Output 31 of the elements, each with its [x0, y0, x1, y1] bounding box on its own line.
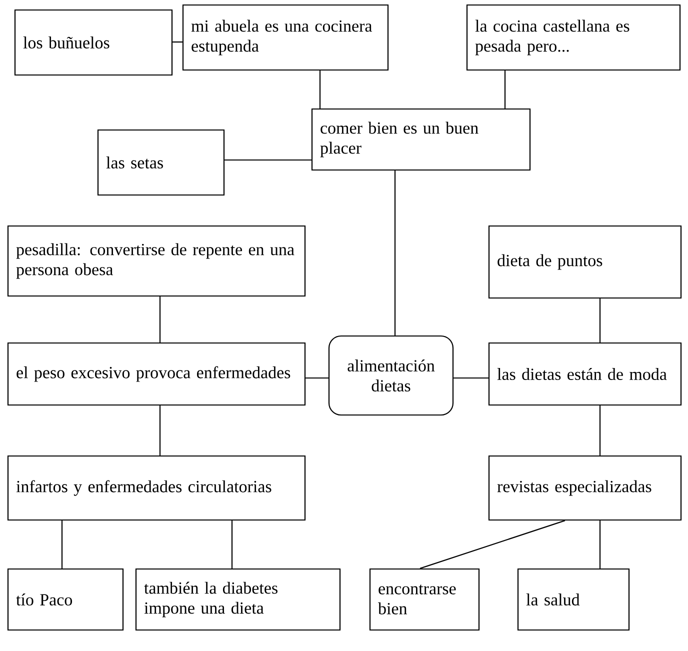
text-box: tío Paco: [7, 568, 124, 631]
text-box: encontrarse bien: [369, 568, 480, 631]
connector-line: [599, 298, 601, 342]
connector-line: [420, 520, 566, 569]
text-box: los buñuelos: [14, 9, 173, 76]
connector-line: [599, 406, 601, 456]
text-box: revistas especializadas: [488, 455, 682, 521]
text-box: infartos y enfermedades circulatorias: [7, 455, 306, 521]
connector-line: [306, 377, 328, 379]
connector-line: [231, 520, 233, 568]
connector-line: [172, 41, 182, 43]
connector-line: [159, 296, 161, 342]
connector-line: [394, 170, 396, 336]
connector-line: [504, 70, 506, 108]
connector-line: [454, 377, 488, 379]
text-box: la salud: [517, 568, 630, 631]
connector-line: [599, 520, 601, 568]
connector-line: [159, 406, 161, 456]
connector-line: [224, 159, 312, 161]
text-box: las dietas están de moda: [488, 342, 682, 406]
text-box: dieta de puntos: [488, 225, 682, 299]
text-box: pesadilla: convertirse de repente en una persona obesa: [7, 225, 306, 297]
connector-line: [319, 70, 321, 108]
connector-line: [61, 520, 63, 568]
text-box: el peso excesivo provoca enfermedades: [7, 342, 306, 406]
text-box: también la diabetes impone una dieta: [135, 568, 341, 631]
topic-box: alimentación dietas: [328, 335, 454, 416]
text-box: comer bien es un buen placer: [311, 108, 531, 171]
text-box: las setas: [97, 129, 225, 196]
text-box: mi abuela es una cocinera estupenda: [182, 4, 389, 71]
text-box: la cocina castellana es pesada pero...: [466, 4, 681, 71]
